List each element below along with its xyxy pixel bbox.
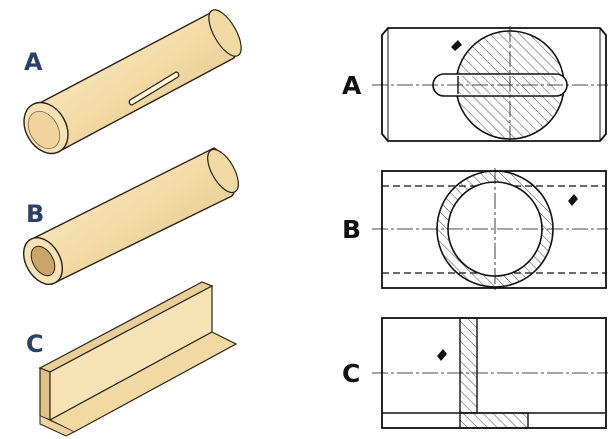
label-drawing-a: A: [342, 71, 362, 100]
label-3d-c: C: [26, 330, 44, 358]
section-drawing-a: [372, 26, 608, 144]
section-drawing-c: [372, 317, 608, 429]
label-drawing-b: B: [342, 215, 361, 244]
section-drawing-b: [372, 168, 608, 290]
angle-profile-3d: [38, 281, 238, 437]
hollow-tube-3d: [22, 147, 239, 285]
label-3d-a: A: [24, 48, 43, 76]
solid-pin-3d: [23, 9, 242, 155]
label-3d-b: B: [26, 200, 44, 228]
label-drawing-c: C: [342, 359, 360, 388]
